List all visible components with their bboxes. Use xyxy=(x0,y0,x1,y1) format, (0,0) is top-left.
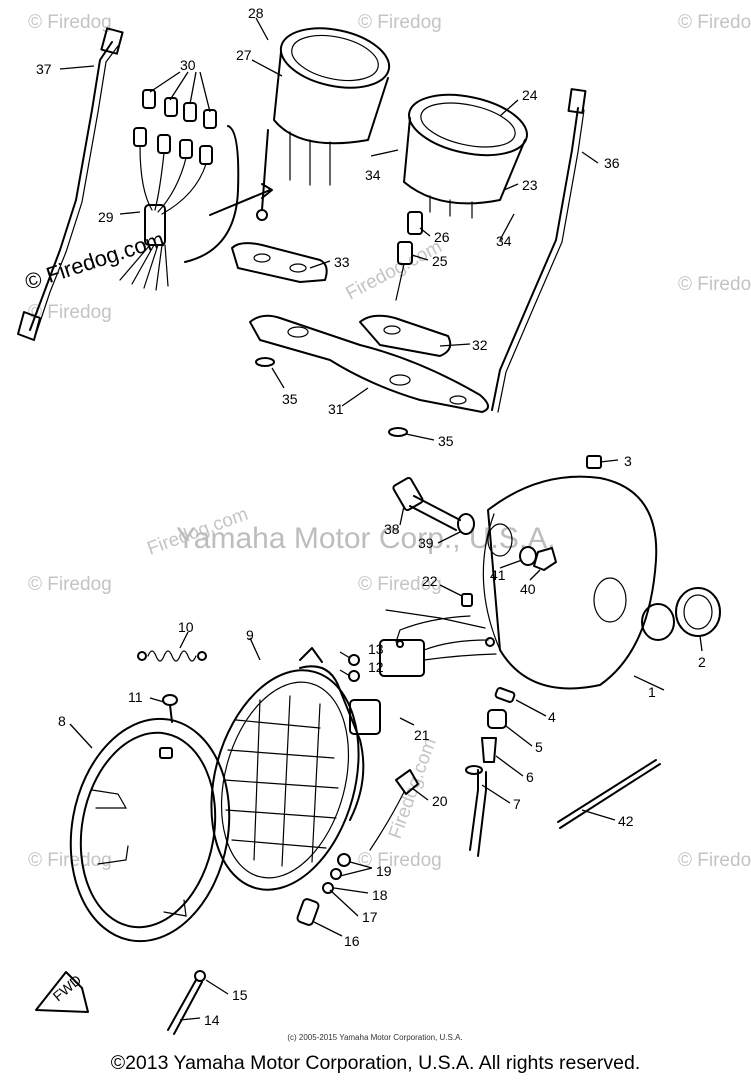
watermark-layer: © Firedog © Firedog © Firedog © Firedog … xyxy=(22,12,751,871)
callout-3: 3 xyxy=(624,453,632,469)
small-copyright: (c) 2005-2015 Yamaha Motor Corporation, … xyxy=(287,1033,462,1042)
callout-25: 25 xyxy=(432,253,448,269)
watermark-text: Firedog.com xyxy=(342,236,445,304)
callout-10: 10 xyxy=(178,619,194,635)
part-4-7-socket xyxy=(465,687,516,857)
callout-14: 14 xyxy=(204,1012,220,1028)
callout-31: 31 xyxy=(328,401,344,417)
callout-35: 35 xyxy=(438,433,454,449)
callout-6: 6 xyxy=(526,769,534,785)
callout-36: 36 xyxy=(604,155,620,171)
callout-15: 15 xyxy=(232,987,248,1003)
callout-labels: 1 2 3 4 5 6 7 8 9 10 11 12 13 14 15 16 1… xyxy=(36,5,706,1028)
callout-12: 12 xyxy=(368,659,384,675)
callout-2: 2 xyxy=(698,654,706,670)
callout-29: 29 xyxy=(98,209,114,225)
part-37-cable xyxy=(17,27,124,341)
watermark-yamaha: Yamaha Motor Corp., U.S.A. xyxy=(176,522,556,555)
watermark-text: © Firedog xyxy=(28,302,112,323)
callout-37: 37 xyxy=(36,61,52,77)
callout-4: 4 xyxy=(548,709,556,725)
callout-34: 34 xyxy=(496,233,512,249)
callout-18: 18 xyxy=(372,887,388,903)
callout-33: 33 xyxy=(334,254,350,270)
watermark-text: © Firedog xyxy=(678,850,751,871)
callout-40: 40 xyxy=(520,581,536,597)
callout-21: 21 xyxy=(414,727,430,743)
callout-16: 16 xyxy=(344,933,360,949)
part-29-30-harness xyxy=(119,89,273,291)
callout-20: 20 xyxy=(432,793,448,809)
callout-38: 38 xyxy=(384,521,400,537)
watermark-text: © Firedog xyxy=(358,850,442,871)
callout-24: 24 xyxy=(522,87,538,103)
callout-39: 39 xyxy=(418,535,434,551)
callout-17: 17 xyxy=(362,909,378,925)
callout-35: 35 xyxy=(282,391,298,407)
callout-32: 32 xyxy=(472,337,488,353)
part-36-cable xyxy=(491,88,587,413)
callout-23: 23 xyxy=(522,177,538,193)
watermark-text: © Firedog xyxy=(28,850,112,871)
watermark-text: © Firedog xyxy=(678,274,751,295)
part-10-13-spring-screws xyxy=(137,650,360,723)
watermark-text: © Firedog xyxy=(678,12,751,33)
callout-42: 42 xyxy=(618,813,634,829)
part-14-20-small xyxy=(167,769,419,1035)
leader-lines xyxy=(59,17,703,1021)
callout-22: 22 xyxy=(422,573,438,589)
watermark-text: © Firedog xyxy=(28,574,112,595)
callout-30: 30 xyxy=(180,57,196,73)
callout-5: 5 xyxy=(535,739,543,755)
callout-19: 19 xyxy=(376,863,392,879)
callout-7: 7 xyxy=(513,796,521,812)
callout-34: 34 xyxy=(365,167,381,183)
callout-1: 1 xyxy=(648,684,656,700)
part-9-lens xyxy=(210,647,381,891)
callout-41: 41 xyxy=(490,567,506,583)
part-27-28-speedometer xyxy=(256,27,391,221)
part-25-26-sockets xyxy=(395,211,423,301)
part-42-rod xyxy=(557,759,661,829)
watermark-text: © Firedog xyxy=(358,12,442,33)
part-21-22-connector xyxy=(379,593,497,677)
callout-28: 28 xyxy=(248,5,264,21)
callout-8: 8 xyxy=(58,713,66,729)
part-38-41-bolt xyxy=(392,476,557,571)
fwd-label: FWD xyxy=(50,972,85,1005)
callout-11: 11 xyxy=(128,689,143,705)
copyright-notice: ©2013 Yamaha Motor Corporation, U.S.A. A… xyxy=(110,1052,641,1074)
callout-9: 9 xyxy=(246,627,254,643)
callout-13: 13 xyxy=(368,641,384,657)
part-23-24-tachometer xyxy=(403,93,528,219)
callout-27: 27 xyxy=(236,47,252,63)
watermark-text: © Firedog xyxy=(28,12,112,33)
fwd-arrow: FWD xyxy=(35,971,89,1013)
part-1-headlight-shell xyxy=(482,455,721,690)
part-8-rim xyxy=(69,717,231,943)
part-31-32-33-brackets xyxy=(231,242,489,437)
callout-26: 26 xyxy=(434,229,450,245)
watermark-text: © Firedog xyxy=(358,574,442,595)
